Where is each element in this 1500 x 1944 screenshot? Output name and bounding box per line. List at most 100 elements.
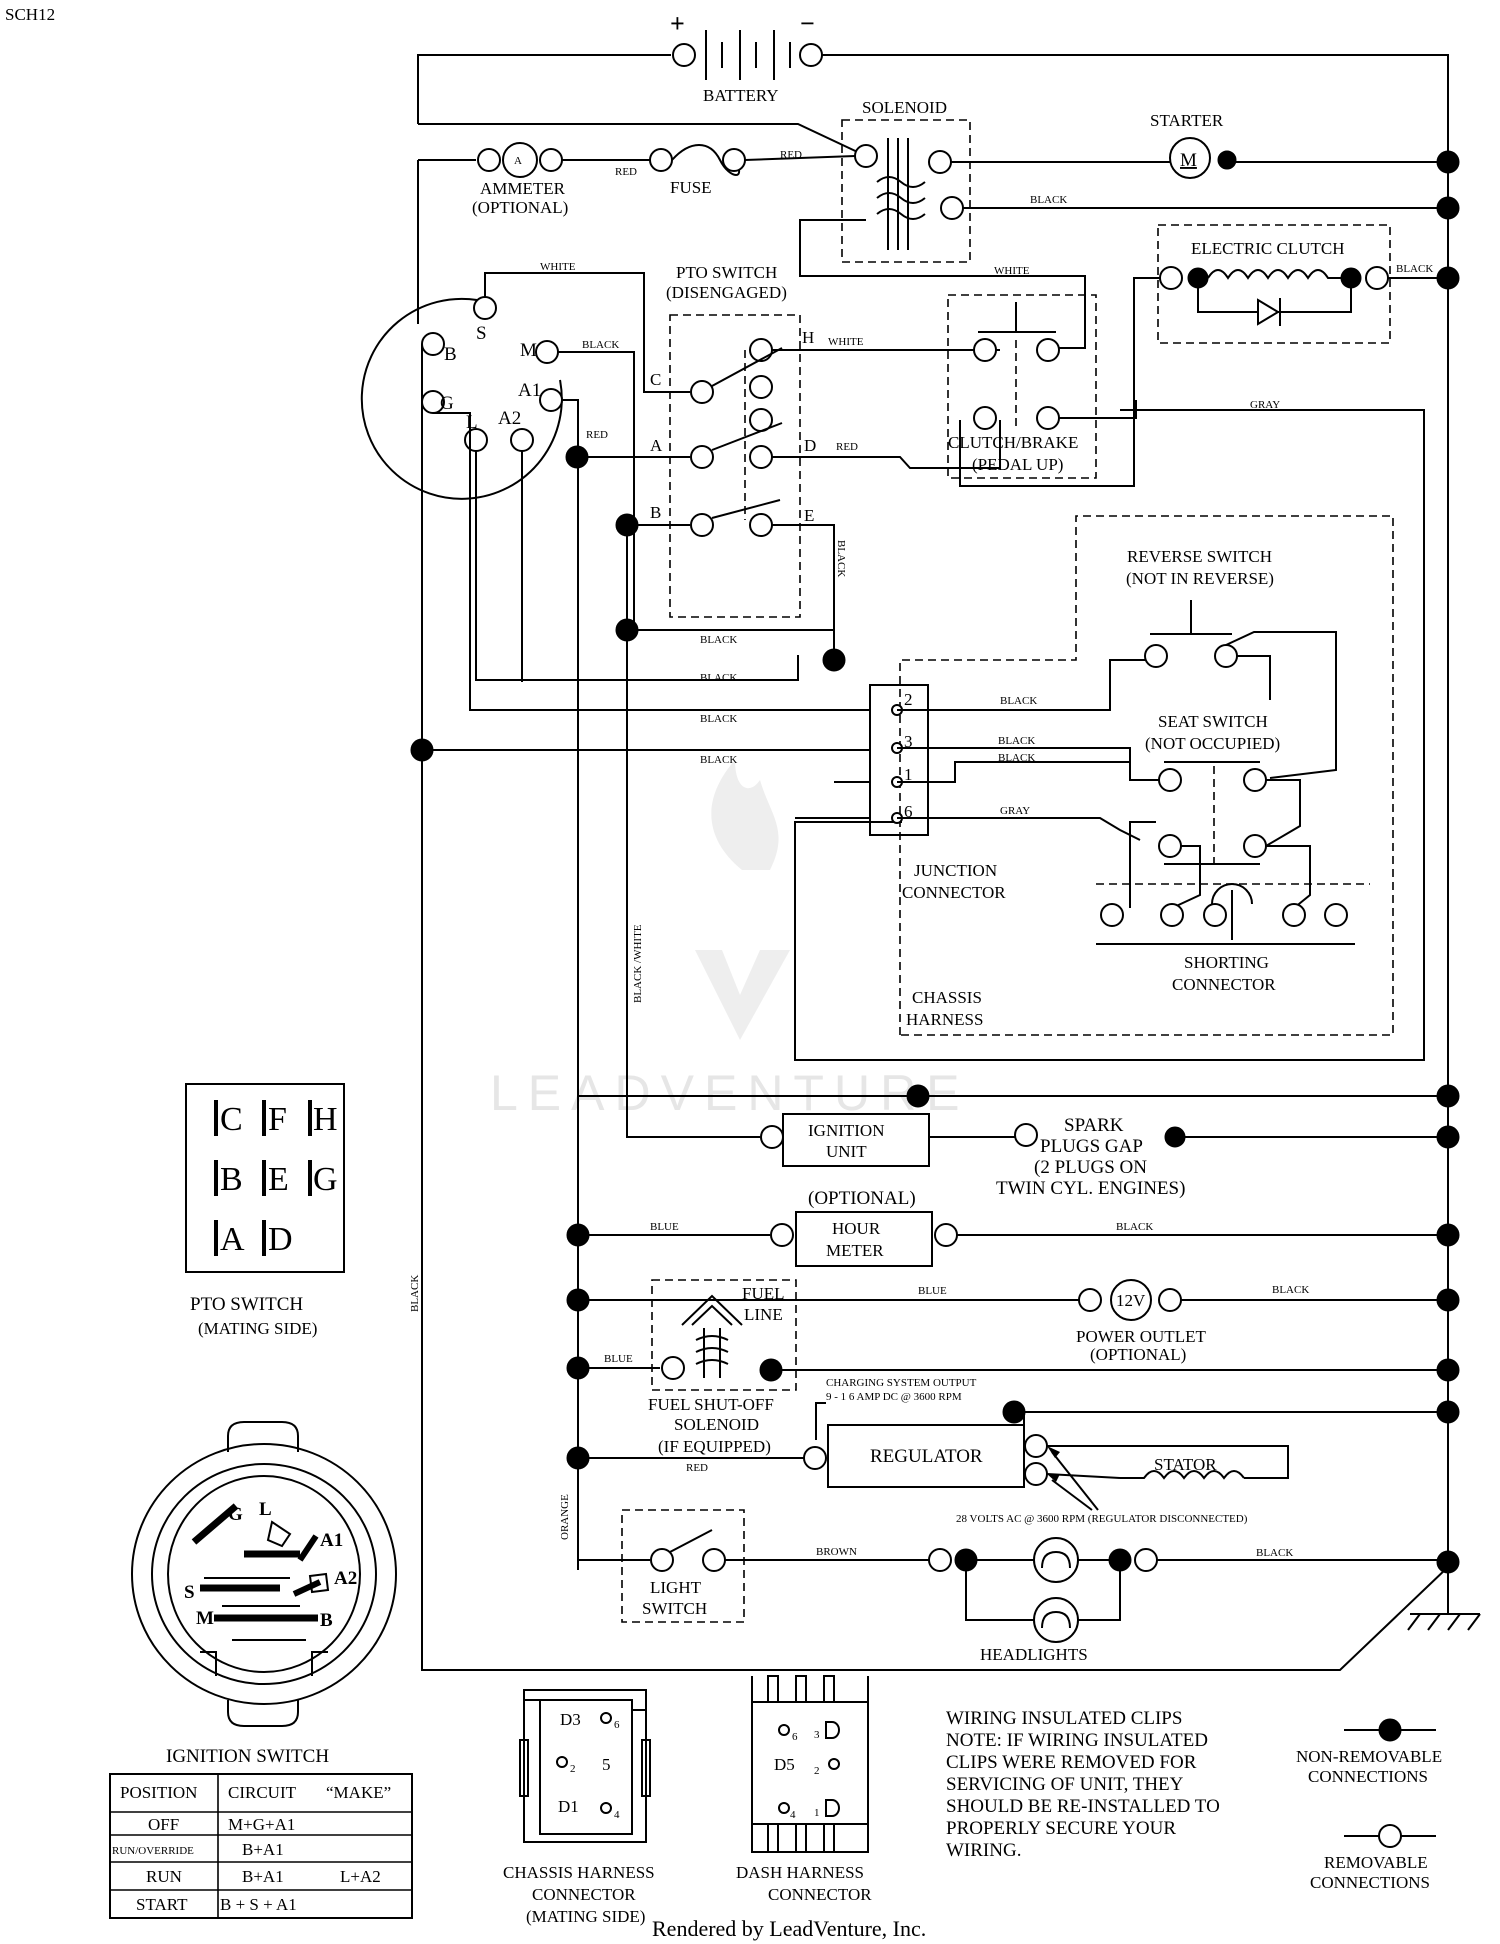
- spark-plugs-line1: SPARK: [1064, 1115, 1124, 1136]
- ammeter-label: AMMETER: [480, 179, 566, 198]
- face-a2: A2: [334, 1568, 357, 1589]
- starter-symbol: M: [1180, 150, 1197, 171]
- ignition-unit-line2: UNIT: [826, 1142, 867, 1161]
- spark-plugs: SPARK PLUGS GAP (2 PLUGS ON TWIN CYL. EN…: [996, 1115, 1186, 1199]
- note-line: SHOULD BE RE-INSTALLED TO: [946, 1796, 1220, 1817]
- wire-label-black: BLACK: [1256, 1547, 1293, 1559]
- fuel-line-label2: LINE: [744, 1305, 783, 1324]
- wire-label-white: WHITE: [540, 261, 576, 273]
- stator-note: 28 VOLTS AC @ 3600 RPM (REGULATOR DISCON…: [956, 1513, 1248, 1525]
- wiring-note: WIRING INSULATED CLIPS NOTE: IF WIRING I…: [946, 1708, 1220, 1861]
- wire-label-white: WHITE: [828, 336, 864, 348]
- spark-plugs-line4: TWIN CYL. ENGINES): [996, 1178, 1185, 1199]
- clutch-brake-label: CLUTCH/BRAKE: [948, 433, 1078, 452]
- dash-pin-3: 3: [814, 1729, 820, 1741]
- battery-label: BATTERY: [703, 86, 779, 105]
- wire-label-black: BLACK: [582, 339, 619, 351]
- face-a1: A1: [320, 1530, 343, 1551]
- dash-pin-6: 6: [792, 1731, 798, 1743]
- pto-mating-f: F: [268, 1101, 287, 1138]
- chassis-pin-6: 6: [614, 1719, 620, 1731]
- legend-non-removable-1: NON-REMOVABLE: [1296, 1747, 1442, 1766]
- pto-term-h: H: [802, 328, 814, 347]
- ignition-switch-table: POSITION CIRCUIT “MAKE” OFF M+G+A1 RUN/O…: [109, 1773, 413, 1919]
- starter-label: STARTER: [1150, 111, 1224, 130]
- legend-removable-1: REMOVABLE: [1324, 1853, 1428, 1872]
- face-m: M: [196, 1608, 214, 1629]
- battery-minus: −: [800, 9, 815, 38]
- ign-term-a1: A1: [518, 380, 541, 401]
- dash-connector-line1: DASH HARNESS: [736, 1863, 864, 1882]
- table-cell: OFF: [148, 1815, 179, 1834]
- regulator-label: REGULATOR: [870, 1446, 983, 1467]
- chassis-pin-2: 2: [570, 1763, 576, 1775]
- fuse-label: FUSE: [670, 178, 712, 197]
- reverse-switch-label: REVERSE SWITCH: [1127, 547, 1272, 566]
- wire-label-black: BLACK: [1116, 1221, 1153, 1233]
- fuse: FUSE: [649, 144, 746, 197]
- headlights: HEADLIGHTS: [928, 1537, 1158, 1664]
- wire-label-gray: GRAY: [1000, 805, 1030, 817]
- wire-label-black: BLACK: [1272, 1284, 1309, 1296]
- junction-pin-1: 1: [904, 765, 913, 784]
- pto-mating-d: D: [268, 1221, 293, 1258]
- pto-switch-label: PTO SWITCH: [676, 263, 777, 282]
- face-g: G: [228, 1504, 243, 1525]
- ign-term-l: L: [466, 412, 478, 433]
- dash-pin-2: 2: [814, 1765, 820, 1777]
- light-switch-line2: SWITCH: [642, 1599, 707, 1618]
- wire-label-black: BLACK: [1396, 263, 1433, 275]
- wire-label-black-white: BLACK /WHITE: [632, 924, 644, 1003]
- wire-label-black: BLACK: [700, 672, 737, 684]
- fuel-shutoff-line1: FUEL SHUT-OFF: [648, 1395, 774, 1414]
- table-cell: B + S + A1: [220, 1895, 297, 1914]
- ign-term-b: B: [444, 344, 457, 365]
- power-outlet-line1: POWER OUTLET: [1076, 1327, 1206, 1346]
- ignition-switch-label: IGNITION SWITCH: [166, 1746, 329, 1767]
- pto-mating-e: E: [268, 1161, 289, 1198]
- footer: Rendered by LeadVenture, Inc.: [652, 1916, 926, 1941]
- wire-label-gray: GRAY: [1250, 399, 1280, 411]
- note-line: NOTE: IF WIRING INSULATED: [946, 1730, 1208, 1751]
- removable-icon: [1378, 1824, 1402, 1848]
- pto-switch: PTO SWITCH (DISENGAGED) C H A D B E: [650, 263, 816, 618]
- ignition-unit-line1: IGNITION: [808, 1121, 884, 1140]
- junction-pin-3: 3: [904, 732, 913, 751]
- note-line: WIRING INSULATED CLIPS: [946, 1708, 1182, 1729]
- wire-label-black: BLACK: [700, 713, 737, 725]
- table-header-position: POSITION: [120, 1783, 197, 1802]
- junction-connector: 2 3 1 6 JUNCTION CONNECTOR: [869, 684, 1006, 902]
- wire-label-black: BLACK: [700, 754, 737, 766]
- regulator: CHARGING SYSTEM OUTPUT 9 - 1 6 AMP DC @ …: [803, 1377, 1460, 1488]
- pto-term-b: B: [650, 503, 661, 522]
- starter: M STARTER: [951, 111, 1448, 179]
- table-header-make: “MAKE”: [326, 1783, 391, 1802]
- solenoid: SOLENOID: [841, 98, 971, 263]
- power-outlet-symbol: 12V: [1116, 1291, 1146, 1310]
- hour-meter-line2: METER: [826, 1241, 884, 1260]
- light-switch-line1: LIGHT: [650, 1578, 702, 1597]
- table-cell: RUN/OVERRIDE: [112, 1845, 194, 1857]
- reverse-switch-state: (NOT IN REVERSE): [1126, 569, 1274, 588]
- pto-term-d: D: [804, 436, 816, 455]
- clutch-brake-switch: CLUTCH/BRAKE (PEDAL UP): [947, 294, 1097, 479]
- charging-line2: 9 - 1 6 AMP DC @ 3600 RPM: [826, 1391, 962, 1403]
- starter-motor: [1169, 137, 1211, 179]
- note-line: PROPERLY SECURE YOUR: [946, 1818, 1176, 1839]
- corner-code: SCH12: [5, 5, 55, 24]
- note-line: CLIPS WERE REMOVED FOR: [946, 1752, 1197, 1773]
- table-cell: RUN: [146, 1867, 182, 1886]
- table-cell: START: [136, 1895, 188, 1914]
- shorting-connector: SHORTING CONNECTOR: [1096, 883, 1370, 994]
- ign-term-a2: A2: [498, 408, 521, 429]
- table-cell: M+G+A1: [228, 1815, 295, 1834]
- non-removable-icon: [1378, 1718, 1402, 1742]
- junction-connector-line1: JUNCTION: [914, 861, 997, 880]
- junction-connector-line2: CONNECTOR: [902, 883, 1006, 902]
- ammeter: A AMMETER (OPTIONAL): [417, 142, 568, 324]
- wire-label-orange: ORANGE: [559, 1494, 571, 1540]
- seat-switch-label: SEAT SWITCH: [1158, 712, 1268, 731]
- chassis-pin-4: 4: [614, 1809, 620, 1821]
- ignition-switch-terminals: S B G L A2 A1 M: [360, 296, 563, 500]
